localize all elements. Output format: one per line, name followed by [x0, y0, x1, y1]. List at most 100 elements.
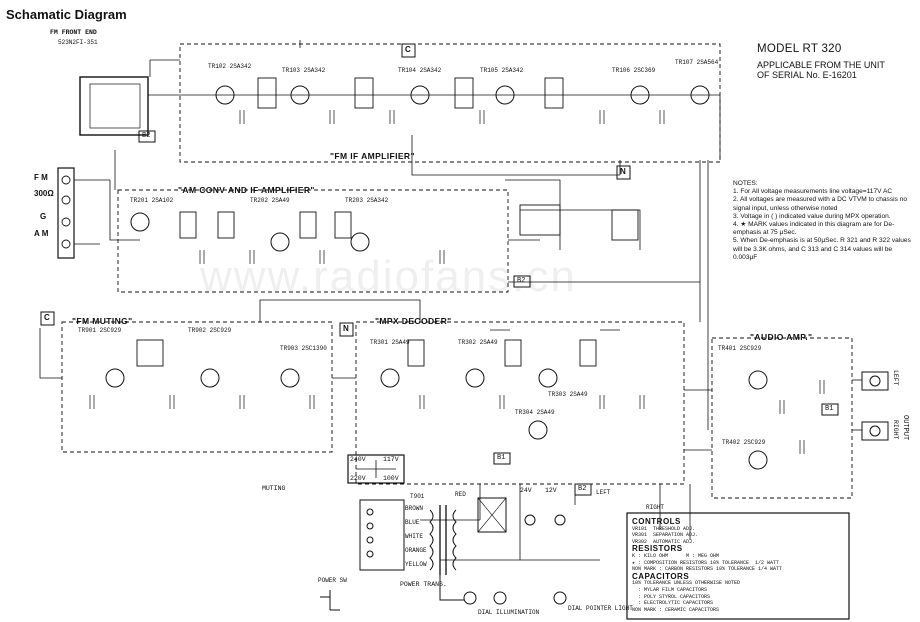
muting-switch-label: MUTING: [262, 485, 286, 492]
capacitors-row-3: : POLY STYROL CAPACITORS: [632, 593, 711, 600]
box-audio: [711, 337, 853, 499]
transistor-symbols: [105, 85, 768, 470]
tr304-label: TR304 2SA49: [515, 409, 555, 416]
section-fm-if: "FM IF AMPLIFIER": [330, 151, 415, 161]
power-section: [320, 497, 567, 611]
antenna-g-label: G: [40, 212, 47, 221]
antenna-fm-label: F M: [34, 173, 48, 182]
section-boxes: [61, 43, 853, 499]
tag-b1-mpx: B1: [497, 454, 506, 462]
resistors-row-1: K : KILO OHM M : MEG OHM: [632, 552, 720, 559]
resistors-heading: RESISTORS: [632, 544, 683, 554]
capacitors-row-5: NON MARK : CERAMIC CAPACITORS: [632, 606, 720, 613]
left-signal-label: LEFT: [596, 489, 611, 496]
tag-n-right: N: [620, 167, 626, 176]
signal-wires: [39, 40, 862, 561]
legend-box: [626, 512, 850, 620]
resistors-row-3: NON MARK : CARBON RESISTORS 10% TOLERANC…: [632, 566, 783, 573]
wire-blue: BLUE: [405, 519, 420, 526]
notes-heading: NOTES:: [733, 180, 758, 187]
model-label: MODEL RT 320: [757, 43, 842, 55]
dial-illumination-label: DIAL ILLUMINATION: [478, 609, 540, 616]
tr104-label: TR104 2SA342: [398, 67, 442, 74]
wire-white: WHITE: [405, 533, 424, 540]
antenna-300-label: 300Ω: [34, 189, 54, 198]
antenna-am-label: A M: [34, 229, 49, 238]
tr106-label: TR106 2SC369: [612, 67, 656, 74]
fm-front-end-inner: [89, 83, 141, 129]
antenna-terminals: [61, 175, 71, 249]
capacitors-row-4: : ELECTROLYTIC CAPACITORS: [632, 600, 714, 607]
tr302-label: TR302 2SA49: [458, 339, 498, 346]
wire-orange: ORANGE: [405, 547, 427, 554]
tag-c-top: C: [405, 45, 411, 54]
power-trans-label: POWER TRANS.: [400, 581, 447, 588]
volt-100-label: 100V: [383, 475, 399, 482]
box-mpx: [355, 321, 685, 485]
t901-label: T901: [410, 493, 425, 500]
controls-heading: CONTROLS: [632, 517, 681, 526]
capacitors-heading: CAPACITORS: [632, 571, 690, 581]
controls-row-3: VR302 AUTOMATIC ADJ.: [632, 538, 696, 545]
if-transformers: [136, 77, 639, 367]
controls-row-1: VR101 THRESHOLD ADJ.: [632, 525, 696, 532]
capacitors-row-1: 10% TOLERANCE UNLESS OTHERWISE NOTED: [632, 580, 741, 587]
supply-24v: 24V: [520, 487, 532, 494]
tag-boxes: [40, 43, 839, 496]
output-jacks: [861, 371, 889, 441]
tag-b1-audio: B1: [825, 405, 834, 413]
tr202-label: TR202 2SA49: [250, 197, 290, 204]
tr201-label: TR201 2SA102: [130, 197, 174, 204]
notes-block: NOTES: 1. For All voltage measurements l…: [733, 180, 915, 262]
voltage-selector: [347, 454, 405, 484]
output-label: OUTPUT: [901, 415, 909, 441]
volt-240-label: 240V: [350, 456, 366, 463]
output-right-label: RIGHT: [892, 420, 899, 440]
applicable-note: APPLICABLE FROM THE UNIT OF SERIAL No. E…: [757, 60, 885, 80]
page-title: Schamatic Diagram: [6, 7, 127, 22]
controls-row-2: VR301 SEPARATION ADJ.: [632, 532, 699, 539]
note-4: 4. ★ MARK values indicated in this diagr…: [733, 221, 895, 237]
power-sw-label: POWER SW: [318, 577, 347, 584]
box-am-conv: [117, 189, 509, 293]
wire-brown: BROWN: [405, 505, 424, 512]
legend-panel: CONTROLS VR101 THRESHOLD ADJ. VR301 SEPA…: [632, 518, 846, 618]
resistors-row-2: ★ : COMPOSITION RESISTORS 10% TOLERANCE …: [632, 559, 780, 566]
tr303-label: TR303 2SA49: [548, 391, 588, 398]
tr103-label: TR103 2SA342: [282, 67, 326, 74]
tag-b2-front: B2: [142, 132, 151, 140]
tr102-label: TR102 2SA342: [208, 63, 252, 70]
fm-front-end-box: [79, 76, 149, 136]
antenna-terminal-strip: [57, 167, 75, 259]
fm-front-end-part: 523N2FI-351: [58, 39, 98, 46]
tr301-label: TR301 2SA49: [370, 339, 410, 346]
note-5: 5. When De-emphasis is at 50μSec. R 321 …: [733, 237, 913, 261]
tr901-label: TR901 2SC929: [78, 327, 122, 334]
volt-117-label: 117V: [383, 456, 399, 463]
note-2: 2. All voltages are measured with a DC V…: [733, 196, 909, 212]
tr401-label: TR401 2SC929: [718, 345, 762, 352]
tr903-label: TR903 2SC1390: [280, 345, 327, 352]
wire-yellow: YELLOW: [405, 561, 427, 568]
tr105-label: TR105 2SA342: [480, 67, 524, 74]
wire-red: RED: [455, 491, 466, 498]
tr902-label: TR902 2SC929: [188, 327, 232, 334]
tr203-label: TR203 2SA342: [345, 197, 389, 204]
passive-components: [89, 110, 825, 454]
box-fm-muting: [61, 321, 333, 453]
section-mpx: "MPX DECODER": [375, 316, 452, 326]
output-left-label: LEFT: [892, 370, 899, 386]
watermark: www.radiofans.cn: [200, 252, 577, 301]
right-signal-label: RIGHT: [646, 504, 665, 511]
capacitors-row-2: : MYLAR FILM CAPACITORS: [632, 586, 708, 593]
volt-220-label: 220V: [350, 475, 366, 482]
section-audio: "AUDIO AMP.": [750, 332, 813, 342]
tag-b2-mpx: B2: [578, 485, 587, 493]
tag-c-left: C: [44, 313, 50, 322]
dial-pointer-label: DIAL POINTER LIGHT: [568, 605, 633, 612]
tag-b2-am: B2: [517, 277, 526, 285]
tr107-label: TR107 2SA564: [675, 59, 719, 66]
note-3: 3. Voltage in ( ) indicated value during…: [733, 212, 891, 220]
fm-front-end-label: FM FRONT END: [50, 29, 97, 36]
